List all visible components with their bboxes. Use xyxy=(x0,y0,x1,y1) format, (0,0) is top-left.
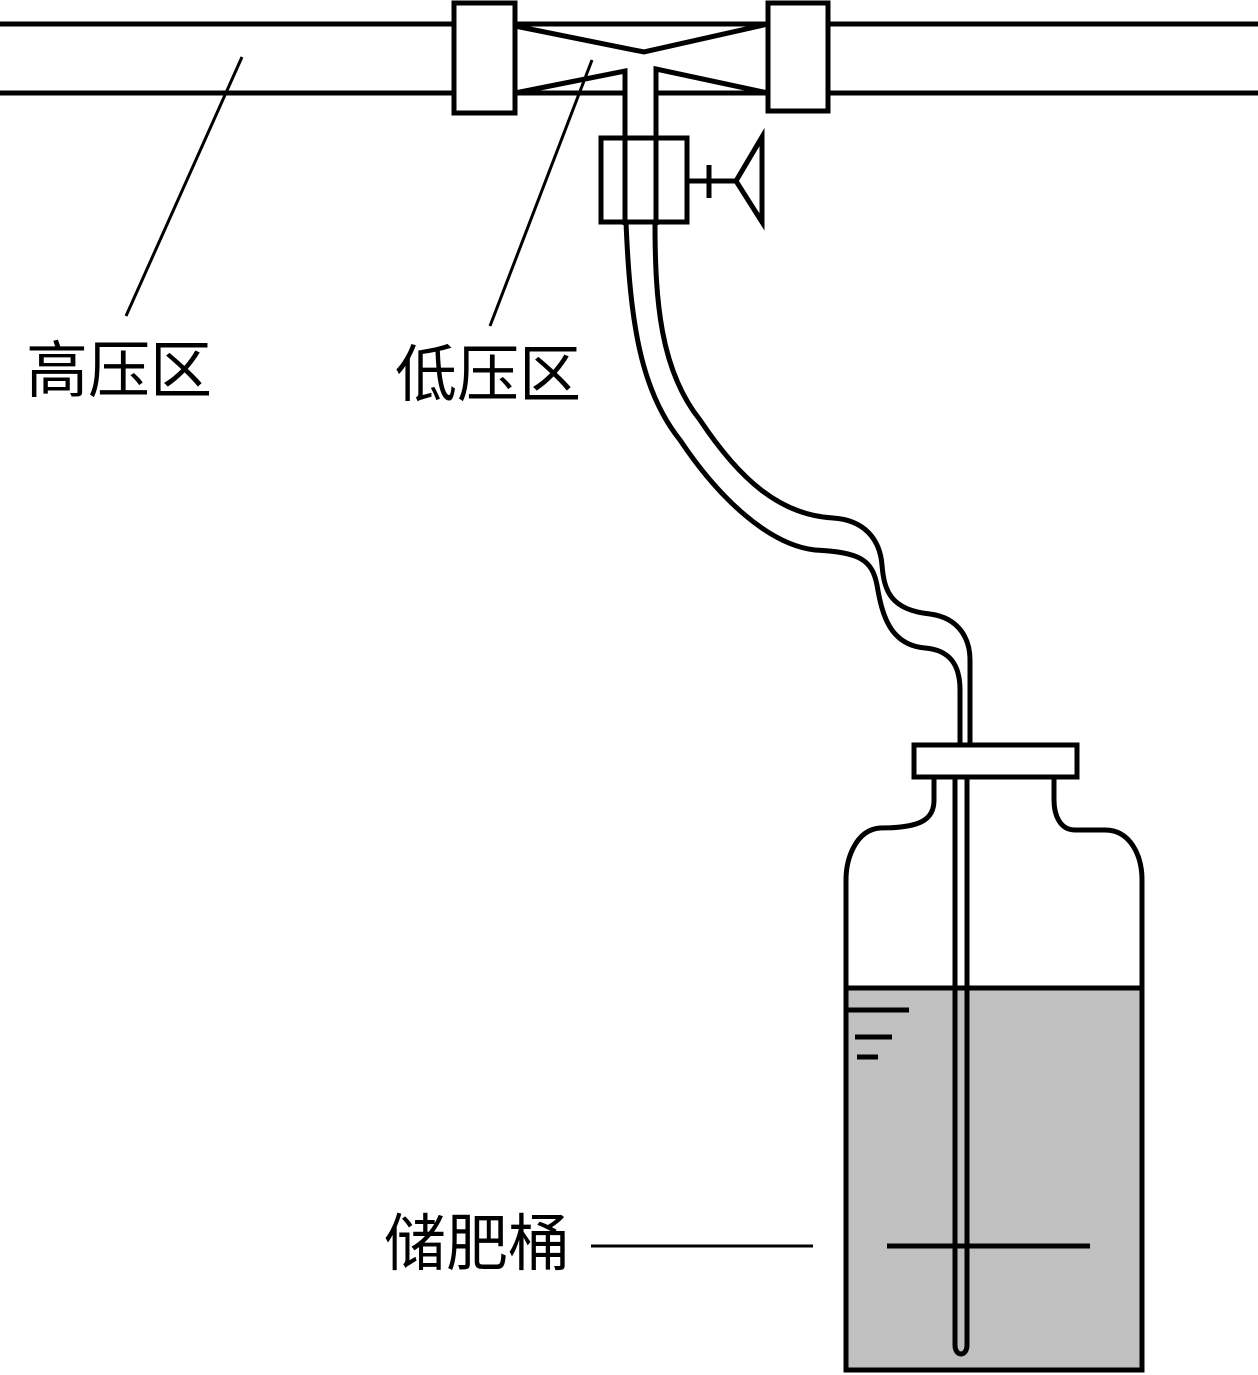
valve xyxy=(598,127,765,231)
high-pressure-leader xyxy=(124,56,244,317)
fertilizer-tank-label: 储肥桶 xyxy=(384,1207,571,1280)
fertilizer-tank xyxy=(843,777,1145,1373)
low-pressure-leader xyxy=(488,59,594,327)
left-flange xyxy=(451,0,518,116)
tank-cap xyxy=(911,742,1080,780)
liquid xyxy=(846,988,1142,1370)
high-pressure-label: 高压区 xyxy=(26,334,213,407)
dip-tube xyxy=(952,777,970,1357)
suction-hose xyxy=(623,221,973,745)
low-pressure-label: 低压区 xyxy=(395,338,582,411)
suction-branch xyxy=(622,68,659,225)
right-flange xyxy=(765,0,831,114)
main-pipe xyxy=(0,21,1258,96)
venturi-throat xyxy=(514,21,769,96)
